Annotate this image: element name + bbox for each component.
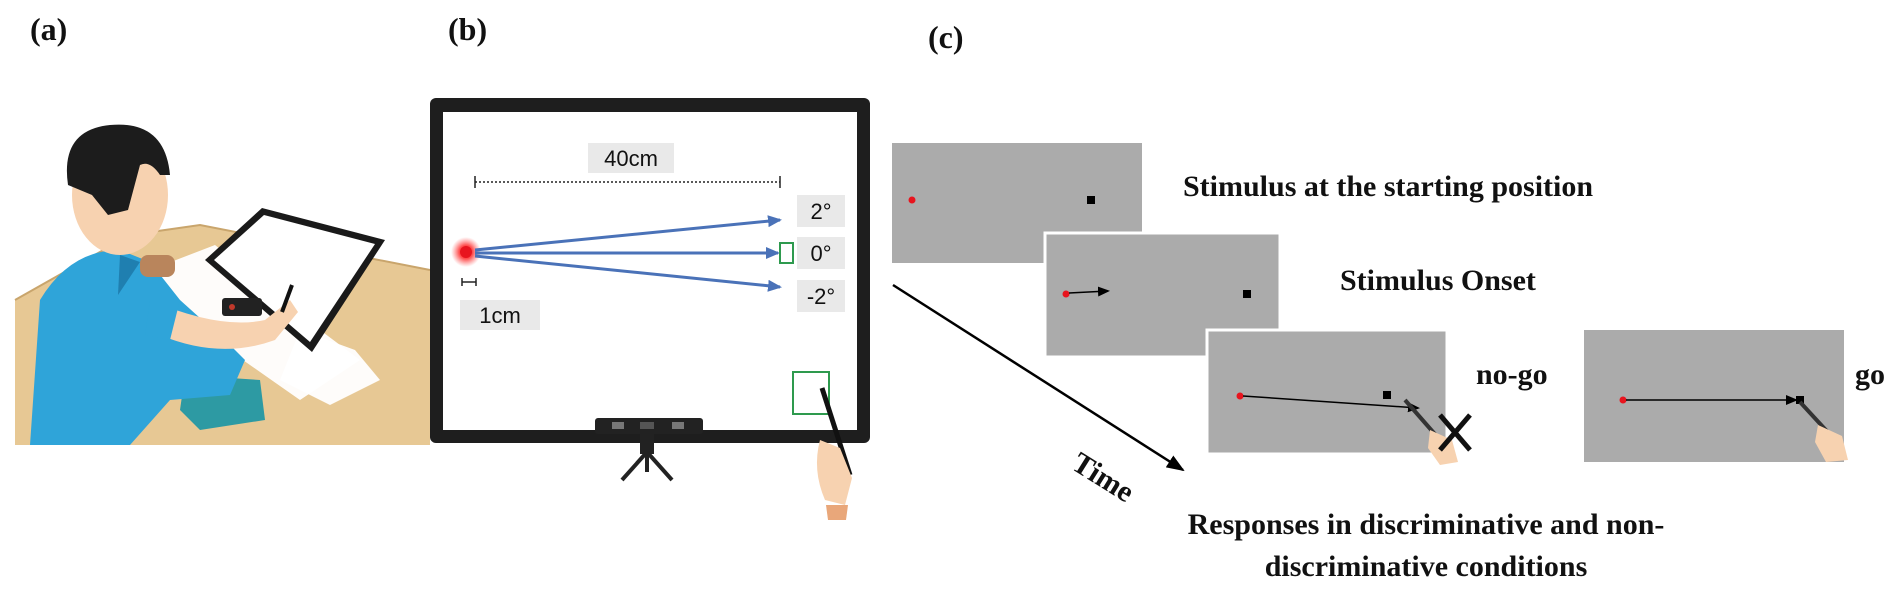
go-target <box>1796 396 1804 404</box>
nogo-screen <box>1205 328 1472 465</box>
arrow-minus-2deg <box>474 254 782 292</box>
hand-with-pen <box>816 387 853 520</box>
panel-c: (c) Stimulus at the starting position St… <box>892 19 1885 583</box>
hair <box>66 124 170 215</box>
panel-c-label: (c) <box>928 19 964 55</box>
panel-a: (a) <box>14 11 431 445</box>
time-label: Time <box>1066 446 1140 509</box>
distance-label-box <box>588 143 674 173</box>
angle-box-plus2 <box>797 195 845 227</box>
angle-label-plus2: 2° <box>810 199 831 224</box>
angle-box-0 <box>797 237 845 269</box>
arm <box>150 300 298 349</box>
nogo-arrow <box>1242 395 1420 413</box>
shirt <box>30 250 245 445</box>
responses-caption-line2: discriminative conditions <box>1265 550 1588 583</box>
time-arrow <box>892 283 1185 472</box>
stage1-start-dot <box>908 196 916 204</box>
home-square <box>792 371 830 415</box>
stylus-pen <box>280 284 294 313</box>
tracking-camera <box>222 298 262 316</box>
nogo-start-dot <box>1236 392 1244 400</box>
angle-box-minus2 <box>797 280 845 312</box>
go-label: go <box>1855 358 1885 391</box>
neck-pad <box>140 255 175 277</box>
nogo-label: no-go <box>1476 358 1548 391</box>
angle-label-0: 0° <box>810 241 831 266</box>
go-start-dot <box>1619 396 1627 404</box>
distance-label: 40cm <box>604 146 658 171</box>
panel-b-label: (b) <box>448 11 487 47</box>
tablet-device <box>205 208 385 352</box>
monitor-stand <box>595 418 703 482</box>
target-square <box>779 242 794 264</box>
stage-1-caption: Stimulus at the starting position <box>1183 170 1593 203</box>
arrow-plus-2deg <box>474 215 782 252</box>
nogo-target <box>1383 391 1391 399</box>
one-cm-label: 1cm <box>479 303 521 328</box>
panel-a-label: (a) <box>30 11 67 47</box>
start-dot <box>460 246 472 258</box>
one-cm-label-box <box>460 300 540 330</box>
go-screen <box>1584 330 1848 462</box>
participant-illustration <box>14 124 431 445</box>
stage1-target <box>1087 196 1095 204</box>
responses-caption-line1: Responses in discriminative and non- <box>1188 508 1665 541</box>
panel-b: (b) 40cm 1cm 2° 0° -2° <box>430 11 870 520</box>
angle-label-minus2: -2° <box>807 284 835 309</box>
stage-2-caption: Stimulus Onset <box>1340 264 1536 297</box>
